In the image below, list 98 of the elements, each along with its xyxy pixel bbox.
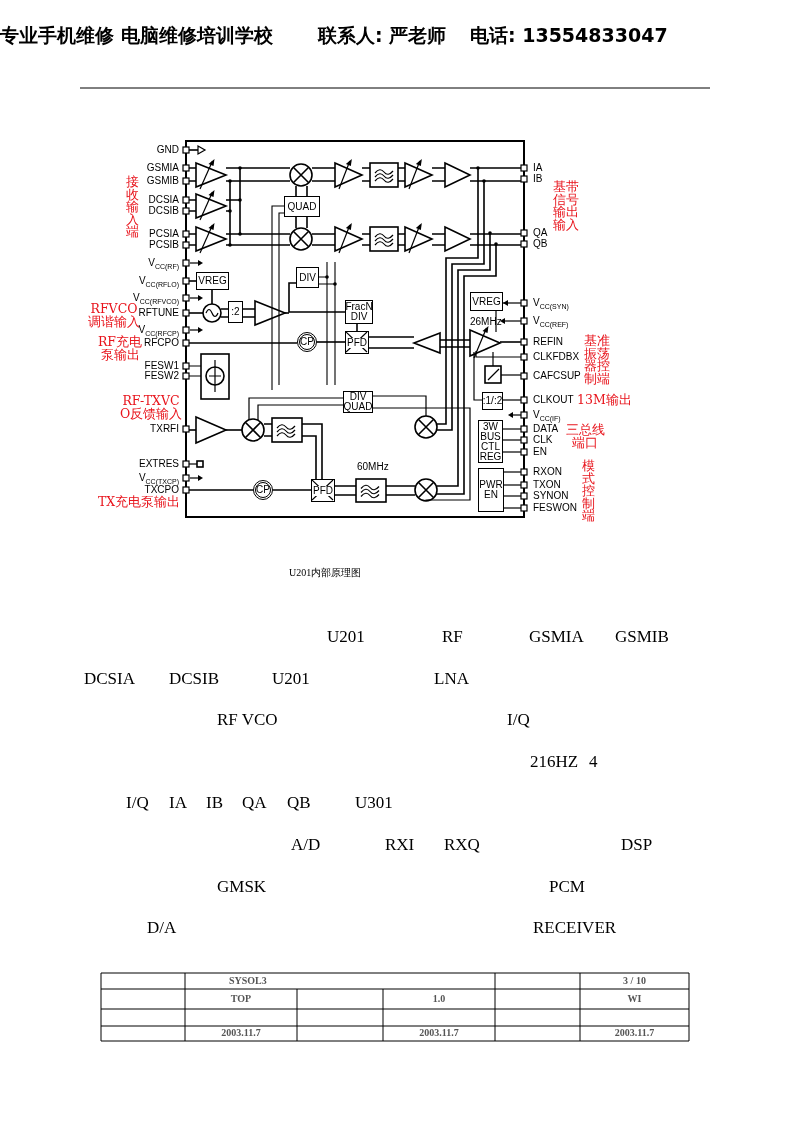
body-text: PCM: [549, 877, 585, 897]
body-text: RECEIVER: [533, 918, 617, 938]
body-text: A/D: [291, 835, 321, 855]
body-text: RXI: [385, 835, 415, 855]
annotation: 接收输入端: [125, 176, 140, 239]
pin-label: CLKOUT: [533, 394, 574, 406]
header-text: 联系人: 严老师: [318, 23, 447, 48]
body-text: LNA: [434, 669, 469, 689]
pin-label: EN: [533, 446, 547, 458]
pin-label: FESWON: [533, 502, 577, 514]
pin-label: RFTUNE: [138, 307, 179, 318]
regulator-box: VREG: [470, 292, 503, 311]
header-text: 电话: 13554833047: [470, 23, 668, 48]
annotation: 13M输出: [577, 394, 632, 407]
pin-label: V$_{CC(REF)}$: [533, 315, 569, 331]
connector-line: [288, 282, 346, 313]
body-text: RF VCO: [217, 710, 278, 730]
pin-label: PCSIA: [149, 228, 179, 240]
annotation: RF-TXVCO反馈输入: [118, 395, 184, 420]
pin-label: IA: [533, 162, 543, 174]
pin-label: TXCPO: [144, 484, 179, 495]
pin-label: QA: [533, 227, 548, 239]
annotation: 三总线端口: [565, 424, 605, 449]
annotation: RFVCO调谐输入: [87, 303, 140, 328]
pin-label: CLK: [533, 434, 553, 446]
pin-label: REFIN: [533, 336, 563, 348]
pin-label: SYNON: [533, 490, 569, 502]
body-text: QB: [287, 793, 311, 813]
pin-label: TXON: [533, 479, 561, 491]
pin-label: GND: [156, 144, 179, 156]
table-text: 2003.11.7: [220, 1027, 262, 1039]
table-text: 2003.11.7: [613, 1027, 656, 1039]
connector-line: [356, 323, 358, 332]
connector-line: [316, 341, 346, 343]
annotation: 基带信号输出输入: [552, 181, 579, 231]
regulator-box: VREG: [196, 272, 229, 290]
table-text: SYSOL3: [229, 975, 267, 987]
body-text: U301: [355, 793, 393, 813]
table-text: 3 / 10: [622, 975, 647, 987]
pin-label: V$_{CC(SYN)}$: [533, 297, 569, 313]
annotation: TX充电泵输出: [98, 496, 181, 509]
table-text: WI: [626, 993, 643, 1005]
pin-label: DCSIA: [148, 194, 179, 206]
pin-label: TXRFI: [150, 423, 179, 435]
header-text: 专业手机维修 电脑维修培训学校: [0, 23, 273, 48]
pin-label: QB: [533, 238, 548, 250]
pin-label: V$_{CC(RFLO)}$: [138, 275, 179, 291]
annotation: 基准振荡器控制端: [583, 335, 610, 385]
body-text: I/Q: [507, 710, 530, 730]
body-text: U201: [327, 627, 365, 647]
pin-label: CAFCSUP: [533, 370, 581, 382]
pin-label: V$_{CC(TXCP)}$: [138, 472, 179, 487]
pin-label: EXTRES: [139, 458, 179, 470]
phase-detector-box: PFD: [345, 331, 369, 354]
annotation: RF充电泵输出: [96, 336, 144, 361]
bus-control-box: 3W BUS CTL REG: [478, 420, 503, 463]
annotation: 模式控制端: [581, 460, 596, 523]
table-text: TOP: [229, 993, 253, 1005]
pin-label: DATA: [533, 423, 559, 435]
body-text: U201: [272, 669, 310, 689]
charge-pump-circle: CP: [297, 332, 317, 352]
pin-label: FESW1: [144, 360, 179, 371]
table-text: 2003.11.7: [418, 1027, 460, 1039]
table-text: 1.0: [431, 993, 447, 1005]
pin-label: GSMIA: [146, 162, 179, 174]
body-text: 216HZ: [530, 752, 579, 772]
body-text: IA: [169, 793, 187, 813]
body-text: IB: [206, 793, 223, 813]
pin-label: DCSIB: [148, 205, 179, 217]
phase-detector-box: PFD: [311, 479, 335, 502]
body-text: DCSIB: [169, 669, 220, 689]
body-text: GSMIA: [529, 627, 584, 647]
pin-label: IB: [533, 173, 543, 185]
pin-label: V$_{CC(RF)}$: [148, 257, 179, 273]
power-enable-box: PWR EN: [478, 468, 504, 512]
body-text: QA: [242, 793, 267, 813]
frequency-label: 60MHz: [357, 461, 389, 473]
charge-pump-circle: CP: [253, 480, 273, 500]
body-text: GSMIB: [615, 627, 669, 647]
quad-box: DIV QUAD: [343, 391, 373, 413]
body-text: RXQ: [444, 835, 480, 855]
pin-label: CLKFDBX: [533, 351, 580, 363]
body-text: DSP: [621, 835, 653, 855]
body-text: 4: [589, 752, 598, 772]
pin-label: PCSIB: [149, 239, 179, 251]
pin-label: RXON: [533, 466, 562, 478]
pin-label: FESW2: [144, 370, 179, 382]
body-text: I/Q: [126, 793, 149, 813]
connector-line: [272, 489, 312, 491]
pin-label: V$_{CC(IF)}$: [533, 409, 561, 424]
pin-label: RFCPO: [144, 337, 179, 349]
caption: U201内部原理图: [289, 566, 362, 580]
pin-label: GSMIB: [146, 175, 179, 187]
body-text: RF: [442, 627, 463, 647]
quad-box: QUAD: [284, 196, 320, 217]
body-text: DCSIA: [84, 669, 135, 689]
body-text: D/A: [147, 918, 177, 938]
body-text: GMSK: [217, 877, 267, 897]
